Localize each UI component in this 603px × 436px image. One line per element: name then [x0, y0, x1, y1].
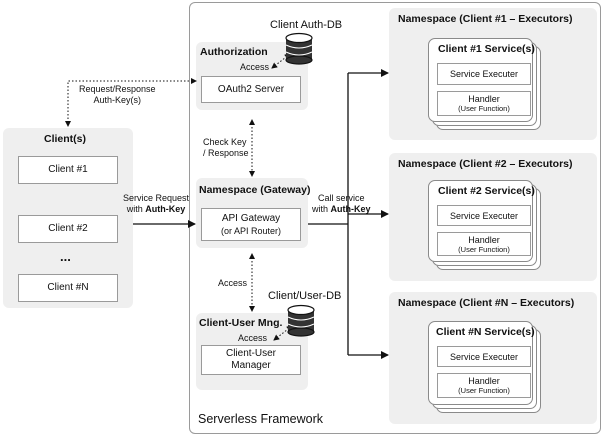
check-key-line1: Check Key: [203, 137, 247, 147]
clients-title: Client(s): [44, 133, 86, 145]
namespace-1-handler-sub: (User Function): [458, 104, 510, 113]
user-mng-title: Client-User Mng.: [199, 317, 283, 329]
api-gateway-box: API Gateway (or API Router): [201, 208, 301, 241]
namespace-2-title: Namespace (Client #2 – Executors): [398, 158, 573, 170]
user-db-icon: [287, 304, 315, 337]
client-2-label: Client #2: [48, 223, 88, 234]
namespace-2-service-title: Client #2 Service(s): [438, 185, 535, 197]
clients-ellipsis: ...: [60, 249, 71, 264]
namespace-1-executer-box: Service Executer: [437, 63, 531, 85]
auth-access-label: Access: [240, 62, 270, 72]
check-key-line2: / Response: [203, 148, 249, 158]
user-db-label: Client/User-DB: [268, 290, 342, 302]
client-user-manager-box: Client-User Manager: [201, 345, 301, 375]
call-service-with: with: [312, 204, 331, 214]
call-service-label: Call service with Auth-Key: [312, 193, 371, 215]
namespace-1-service-title: Client #1 Service(s): [438, 43, 535, 55]
call-service-auth-key: Auth-Key: [330, 204, 371, 214]
oauth2-server-label: OAuth2 Server: [217, 83, 285, 95]
check-key-label: Check Key / Response: [203, 137, 249, 159]
api-gateway-label: API Gateway: [221, 212, 281, 224]
service-request-auth-key: Auth-Key: [145, 204, 186, 214]
gateway-namespace-title: Namespace (Gateway): [199, 184, 311, 196]
namespace-1-handler-label: Handler: [468, 94, 500, 104]
framework-title: Serverless Framework: [198, 412, 324, 426]
client-user-manager-line1: Client-User: [225, 348, 276, 359]
oauth2-server-box: OAuth2 Server: [201, 76, 301, 103]
call-service-line1: Call service: [318, 193, 365, 203]
namespace-2-executer-label: Service Executer: [449, 210, 519, 221]
user-db-access-label: Access: [238, 333, 268, 343]
namespace-1-handler-box: Handler (User Function): [437, 91, 531, 116]
namespace-n-handler-box: Handler (User Function): [437, 373, 531, 398]
user-db-access-connector: [273, 325, 293, 341]
namespace-n-service-title: Client #N Service(s): [436, 326, 535, 338]
namespace-2-handler-box: Handler (User Function): [437, 232, 531, 256]
service-request-with: with: [126, 204, 146, 214]
auth-db-label: Client Auth-DB: [270, 19, 343, 31]
auth-db-access-connector: [271, 53, 291, 69]
namespace-2-executer-box: Service Executer: [437, 205, 531, 226]
namespace-2-handler-label: Handler: [468, 234, 500, 245]
namespace-n-title: Namespace (Client #N – Executors): [398, 297, 575, 309]
namespace-n-handler-sub: (User Function): [458, 386, 510, 395]
auth-db-icon: [285, 32, 313, 65]
req-resp-connector: [65, 78, 197, 127]
namespace-n-executer-box: Service Executer: [437, 346, 531, 367]
client-n-box: Client #N: [18, 274, 118, 302]
client-1-label: Client #1: [48, 164, 88, 175]
client-2-box: Client #2: [18, 215, 118, 243]
service-request-label: Service Request with Auth-Key: [123, 193, 189, 215]
client-1-box: Client #1: [18, 156, 118, 184]
namespace-n-handler-label: Handler: [468, 376, 500, 386]
gateway-access-label: Access: [218, 278, 248, 288]
authorization-title: Authorization: [200, 46, 268, 58]
namespace-1-title: Namespace (Client #1 – Executors): [398, 13, 573, 25]
namespace-2-handler-sub: (User Function): [458, 244, 510, 254]
service-request-line1: Service Request: [123, 193, 190, 203]
namespace-1-executer-label: Service Executer: [449, 69, 519, 79]
api-router-label: (or API Router): [220, 225, 282, 236]
namespace-n-executer-label: Service Executer: [449, 351, 519, 362]
client-n-label: Client #N: [47, 282, 89, 293]
client-user-manager-line2: Manager: [231, 360, 271, 371]
